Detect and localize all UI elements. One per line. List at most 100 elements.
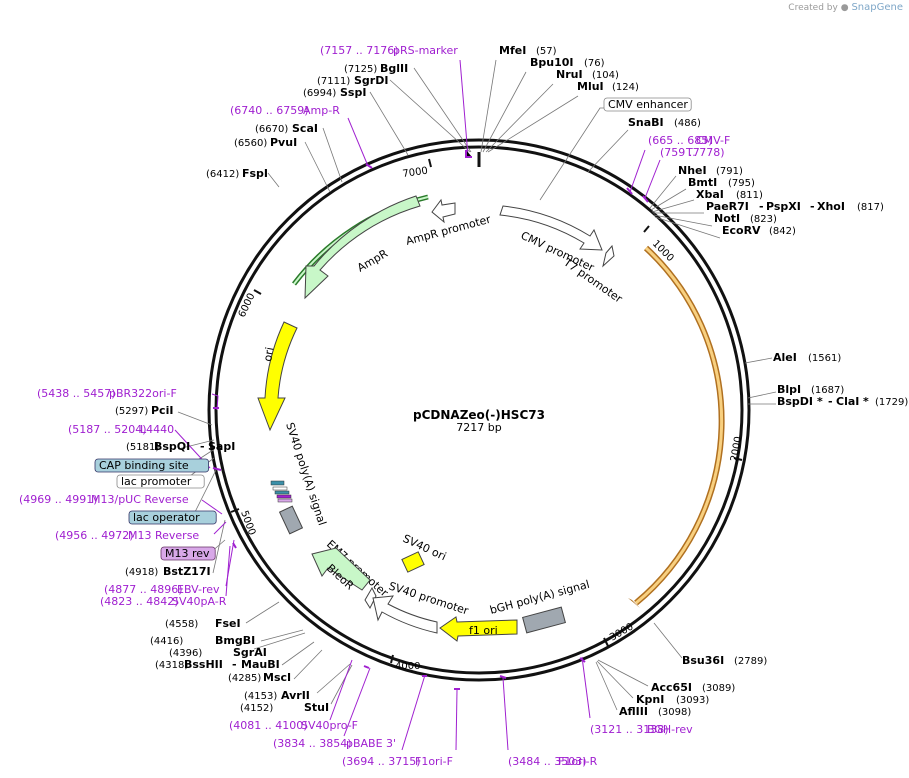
enzyme-mlui-position: (124) xyxy=(612,82,639,93)
enzyme-sgrdi-position: (7111) xyxy=(317,76,350,87)
enzyme-fsei-position: (4558) xyxy=(165,619,198,630)
enzyme-nrui-position: (104) xyxy=(592,70,619,81)
tick-6000: 6000 xyxy=(237,289,262,320)
primer-f1ori-f-range: (3694 .. 3715) xyxy=(342,755,421,768)
enzyme-bmgbi-position: (4416) xyxy=(150,636,183,647)
primer-marks xyxy=(212,150,649,690)
sv40-ori-feature xyxy=(401,551,425,573)
enzyme-paer7i-sep1: - xyxy=(759,200,764,213)
primer-t7-range: (759 .. 778) xyxy=(660,146,725,159)
enzyme-nrui-name: NruI xyxy=(556,68,583,81)
snapgene-logo-icon: ● xyxy=(840,3,849,13)
enzyme-sapi-name: SapI xyxy=(208,440,235,453)
primer-cmv-f-name: CMV-F xyxy=(696,134,730,147)
primer-bgh-rev-name: BGH-rev xyxy=(647,723,693,736)
enzyme-msci-position: (4285) xyxy=(228,673,261,684)
enzyme-msci-name: MscI xyxy=(263,671,291,684)
enzyme-acc65i-name: Acc65I xyxy=(651,681,692,694)
enzyme-pcii-position: (5297) xyxy=(115,406,148,417)
primer-prs-marker-range: (7157 .. 7176) xyxy=(320,44,399,57)
enzyme-pvui-position: (6560) xyxy=(234,138,267,149)
primer-ampr-p-range: (6740 .. 6759) xyxy=(230,104,309,117)
primer-sv40pro-f-range: (4081 .. 4100) xyxy=(229,719,308,732)
enzyme-bglii-position: (7125) xyxy=(344,64,377,75)
enzyme-bmgbi-name: BmgBI xyxy=(215,634,255,647)
enzyme-bspqi-name: BspQI xyxy=(154,440,190,453)
primer-prs-marker-name: pRS-marker xyxy=(393,44,458,57)
primer-pbr322ori-f-range: (5438 .. 5457) xyxy=(37,387,116,400)
enzyme-maubi-name: MauBI xyxy=(241,658,280,671)
enzyme-bstz17i-position: (4918) xyxy=(125,567,158,578)
enzyme-sgrdi-name: SgrDI xyxy=(354,74,388,87)
svg-text:2000: 2000 xyxy=(729,436,744,463)
snapgene-brand: SnapGene xyxy=(851,2,903,13)
enzyme-ecorv-name: EcoRV xyxy=(722,224,761,237)
tick-4000: 4000 xyxy=(390,654,420,672)
enzyme-scai-name: ScaI xyxy=(292,122,318,135)
svg-text:6000: 6000 xyxy=(237,292,258,320)
f1-ori-label: f1 ori xyxy=(469,624,498,637)
primer-pbabe3-range: (3834 .. 3854) xyxy=(273,737,352,750)
enzyme-noti-position: (823) xyxy=(750,214,777,225)
enzyme-bmti-position: (795) xyxy=(728,178,755,189)
primer-sv40pa-r-name: SV40pA-R xyxy=(172,595,227,608)
enzyme-bspdi-sep: - xyxy=(828,395,833,408)
enzyme-acc65i-position: (3089) xyxy=(702,683,735,694)
primer-f1ori-r-name: F1ori-R xyxy=(558,755,598,768)
enzyme-xbai-name: XbaI xyxy=(696,188,724,201)
enzyme-mfei-name: MfeI xyxy=(499,44,526,57)
enzyme-fsei-name: FseI xyxy=(215,617,241,630)
enzyme-afliii-name: AflIII xyxy=(619,705,648,718)
f1-ori-feature xyxy=(439,616,518,642)
enzyme-kpni-position: (3093) xyxy=(676,695,709,706)
primer-ampr-p-name: Amp-R xyxy=(303,104,340,117)
ampr-promoter-label: AmpR promoter xyxy=(404,213,492,248)
enzyme-sspi-position: (6994) xyxy=(303,88,336,99)
enzyme-bsu36i-position: (2789) xyxy=(734,656,767,667)
enzyme-paer7i-position: (817) xyxy=(857,202,884,213)
enzyme-noti-name: NotI xyxy=(714,212,740,225)
enzyme-bsshii-position: (4318) xyxy=(155,660,188,671)
primer-cmv-f-range: (665 .. 685) xyxy=(648,134,713,147)
ampr-label: AmpR xyxy=(355,247,390,275)
primer-m13-reverse-name: M13 Reverse xyxy=(128,529,199,542)
box-m13-rev xyxy=(160,546,216,561)
enzyme-bstz17i-name: BstZ17I xyxy=(163,565,211,578)
enzyme-bglii-name: BglII xyxy=(380,62,408,75)
box-cmv-enhancer xyxy=(603,97,692,112)
enzyme-fspi-name: FspI xyxy=(242,167,268,180)
primer-l4440-name: L4440 xyxy=(140,423,174,436)
orf-hsc73-head xyxy=(628,598,640,608)
primer-f1ori-f-name: F1ori-F xyxy=(415,755,453,768)
plasmid-name: pCDNAZeo(-)HSC73 xyxy=(413,408,545,422)
primer-lines xyxy=(174,59,661,751)
enzyme-alei-name: AleI xyxy=(773,351,797,364)
enzyme-nhei-position: (791) xyxy=(716,166,743,177)
primer-pbabe3-name: pBABE 3' xyxy=(346,737,396,750)
tick-7000: 7000 xyxy=(402,158,432,180)
enzyme-sspi-name: SspI xyxy=(340,86,366,99)
enzyme-bsu36i-name: Bsu36I xyxy=(682,654,724,667)
sv40-promoter-feature xyxy=(372,595,438,634)
bgh-polya-label: bGH poly(A) signal xyxy=(488,578,591,617)
enzyme-kpni-name: KpnI xyxy=(636,693,664,706)
enzyme-snabi-position: (486) xyxy=(674,118,701,129)
enzyme-mlui-name: MluI xyxy=(577,80,604,93)
bleor-feature xyxy=(311,547,371,591)
enzyme-bspdi-name: BspDI xyxy=(777,395,813,408)
primer-f1ori-r-range: (3484 .. 3503) xyxy=(508,755,587,768)
enzyme-fspi-position: (6412) xyxy=(206,169,239,180)
enzyme-sgrai-name: SgrAI xyxy=(233,646,267,659)
cmv-promoter-feature xyxy=(499,205,603,251)
enzyme-bsshii-name: BssHII xyxy=(184,658,223,671)
backbone-inner xyxy=(214,145,744,675)
enzyme-mfei-position: (57) xyxy=(536,46,557,57)
enzyme-bspqi-sep: - xyxy=(200,440,205,453)
svg-text:1000: 1000 xyxy=(650,238,676,264)
box-lac-operator-label: lac operator xyxy=(133,511,200,524)
enzyme-clai-star: * xyxy=(863,395,869,408)
backbone-outer xyxy=(207,138,751,682)
enzyme-bspqi-position: (5181) xyxy=(126,442,159,453)
box-lac-promoter xyxy=(116,474,205,489)
